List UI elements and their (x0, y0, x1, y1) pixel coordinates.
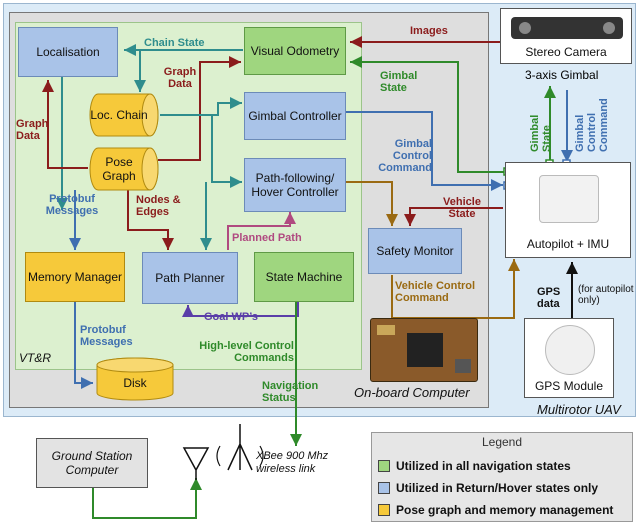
graph-data-left-label: Graph Data (16, 118, 49, 142)
gps-module-label: GPS Module (534, 379, 604, 393)
pose-graph-label: Pose Graph (102, 155, 136, 183)
gps-note-label: (for autopilot only) (578, 284, 634, 306)
edge-path-to-safety (346, 181, 398, 226)
stereo-camera-label: Stereo Camera (525, 45, 607, 59)
antenna-icon (182, 447, 210, 480)
gimbal-state-vertical-label: Gimbal State (529, 114, 553, 152)
goal-wps-label: Goal WP’s (204, 311, 258, 323)
cylinder-icon (89, 93, 159, 137)
gimbal-3axis-label: 3-axis Gimbal (525, 68, 599, 82)
path-following-controller-node: Path-following/ Hover Controller (244, 158, 346, 212)
vehicle-control-command-label: Vehicle Control Command (395, 280, 476, 304)
protobuf-messages-1-label: Protobuf Messages (45, 193, 99, 217)
onboard-computer-board-icon (370, 318, 478, 382)
edge-nodes-edges (127, 188, 174, 250)
legend-item-blue: Utilized in Return/Hover states only (378, 481, 598, 495)
memory-manager-node: Memory Manager (25, 252, 125, 302)
gps-device-icon (545, 325, 595, 375)
loc-chain-node: Loc. Chain (88, 92, 160, 138)
visual-odometry-node: Visual Odometry (244, 27, 346, 75)
gimbal-state-left-label: Gimbal State (380, 70, 418, 94)
legend: Legend Utilized in all navigation states… (371, 432, 633, 522)
gps-data-label: GPS data (537, 286, 561, 310)
legend-swatch-green (378, 460, 390, 472)
legend-item-label: Utilized in Return/Hover states only (396, 481, 599, 495)
edge-protobuf-2 (74, 300, 93, 389)
gps-module-node: GPS Module (524, 318, 614, 398)
onboard-computer-label: On-board Computer (354, 385, 470, 400)
pose-graph-node: Pose Graph (88, 146, 160, 192)
disk-node: Disk (95, 356, 175, 402)
multirotor-uav-label: Multirotor UAV (537, 402, 621, 417)
nodes-edges-label: Nodes & Edges (136, 194, 181, 218)
ground-station-node: Ground Station Computer (36, 438, 148, 488)
edge-planned-path (227, 212, 296, 250)
stereo-camera-icon (511, 17, 623, 39)
planned-path-label: Planned Path (232, 232, 302, 244)
state-machine-node: State Machine (254, 252, 354, 302)
loc-chain-label: Loc. Chain (90, 108, 148, 122)
safety-monitor-node: Safety Monitor (368, 228, 462, 274)
edge-vehicle-state (404, 207, 503, 226)
vtr-label: VT&R (19, 351, 52, 365)
gimbal-control-command-left-label: Gimbal Control Command (378, 138, 432, 174)
path-planner-node: Path Planner (142, 252, 238, 304)
edge-locchain-path (211, 115, 242, 188)
graph-data-right-label: Graph Data (163, 66, 197, 90)
protobuf-messages-2-label: Protobuf Messages (80, 324, 133, 348)
edge-graph-data-left (42, 80, 88, 169)
edge-gimbal-control-left (346, 111, 503, 191)
disk-cylinder-icon (96, 357, 174, 401)
legend-item-yellow: Pose graph and memory management (378, 503, 613, 517)
navigation-status-label: Navigation Status (262, 380, 319, 404)
autopilot-device-icon (539, 175, 599, 223)
edge-goal-wps (182, 302, 299, 317)
gimbal-controller-node: Gimbal Controller (244, 92, 346, 140)
images-label: Images (410, 25, 448, 37)
edge-ground-link (92, 478, 202, 519)
edge-graph-data-right (158, 56, 241, 161)
disk-label: Disk (123, 376, 147, 390)
localisation-node: Localisation (18, 27, 118, 77)
autopilot-imu-label: Autopilot + IMU (526, 237, 610, 251)
autopilot-imu-node: Autopilot + IMU (505, 162, 631, 258)
edge-gimbal-state-left (350, 56, 505, 173)
wireless-antenna-icon (227, 424, 253, 471)
legend-swatch-blue (378, 482, 390, 494)
wireless-waves-icon (216, 445, 264, 467)
cylinder-icon (89, 147, 159, 191)
edge-locchain-gimbal (160, 97, 242, 116)
legend-title: Legend (481, 435, 523, 449)
high-level-commands-label: High-level Control Commands (199, 340, 294, 364)
xbee-link-label: XBee 900 Mhz wireless link (256, 450, 329, 475)
vehicle-state-label: Vehicle State (443, 196, 481, 220)
chain-state-label: Chain State (144, 37, 205, 49)
legend-item-label: Utilized in all navigation states (396, 459, 571, 473)
legend-item-green: Utilized in all navigation states (378, 459, 571, 473)
legend-item-label: Pose graph and memory management (396, 503, 614, 517)
stereo-camera-node: Stereo Camera (500, 8, 632, 64)
gimbal-control-command-vertical-label: Gimbal Control Command (574, 98, 610, 152)
legend-swatch-yellow (378, 504, 390, 516)
